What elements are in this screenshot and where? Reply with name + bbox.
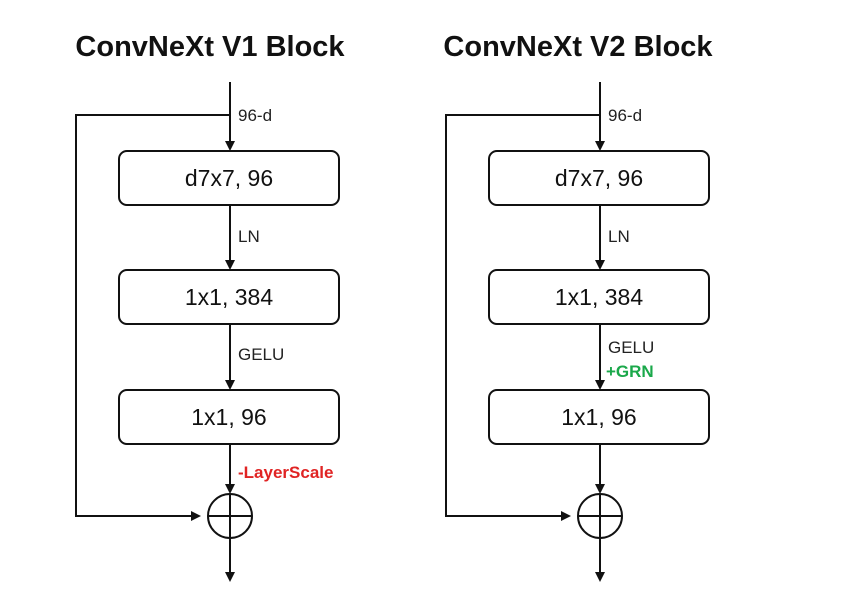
v1-block: ConvNeXt V1 Block 96-d d7x7, 96 LN 1x1, … [75, 31, 345, 582]
v2-project-conv-label: 1x1, 96 [561, 404, 636, 430]
v2-sum-icon [577, 493, 623, 539]
v2-residual-connection [445, 114, 600, 521]
v2-ln-label: LN [608, 227, 630, 246]
v1-input-label: 96-d [238, 106, 272, 125]
v1-title: ConvNeXt V1 Block [75, 31, 345, 63]
v2-block: ConvNeXt V2 Block 96-d d7x7, 96 LN 1x1, … [443, 31, 713, 582]
v2-expand-conv-label: 1x1, 384 [555, 284, 643, 310]
v2-gelu-label: GELU [608, 338, 654, 357]
v2-depthwise-conv-label: d7x7, 96 [555, 165, 643, 191]
v1-sum-icon [207, 493, 253, 539]
v1-expand-conv-label: 1x1, 384 [185, 284, 273, 310]
v2-title: ConvNeXt V2 Block [443, 31, 713, 63]
v1-ln-label: LN [238, 227, 260, 246]
v2-added-grn-label: +GRN [606, 362, 654, 381]
v1-removed-layerscale-label: -LayerScale [238, 463, 333, 482]
v1-gelu-label: GELU [238, 345, 284, 364]
v2-input-label: 96-d [608, 106, 642, 125]
v1-depthwise-conv-label: d7x7, 96 [185, 165, 273, 191]
v1-project-conv-label: 1x1, 96 [191, 404, 266, 430]
v1-residual-connection [75, 114, 230, 521]
